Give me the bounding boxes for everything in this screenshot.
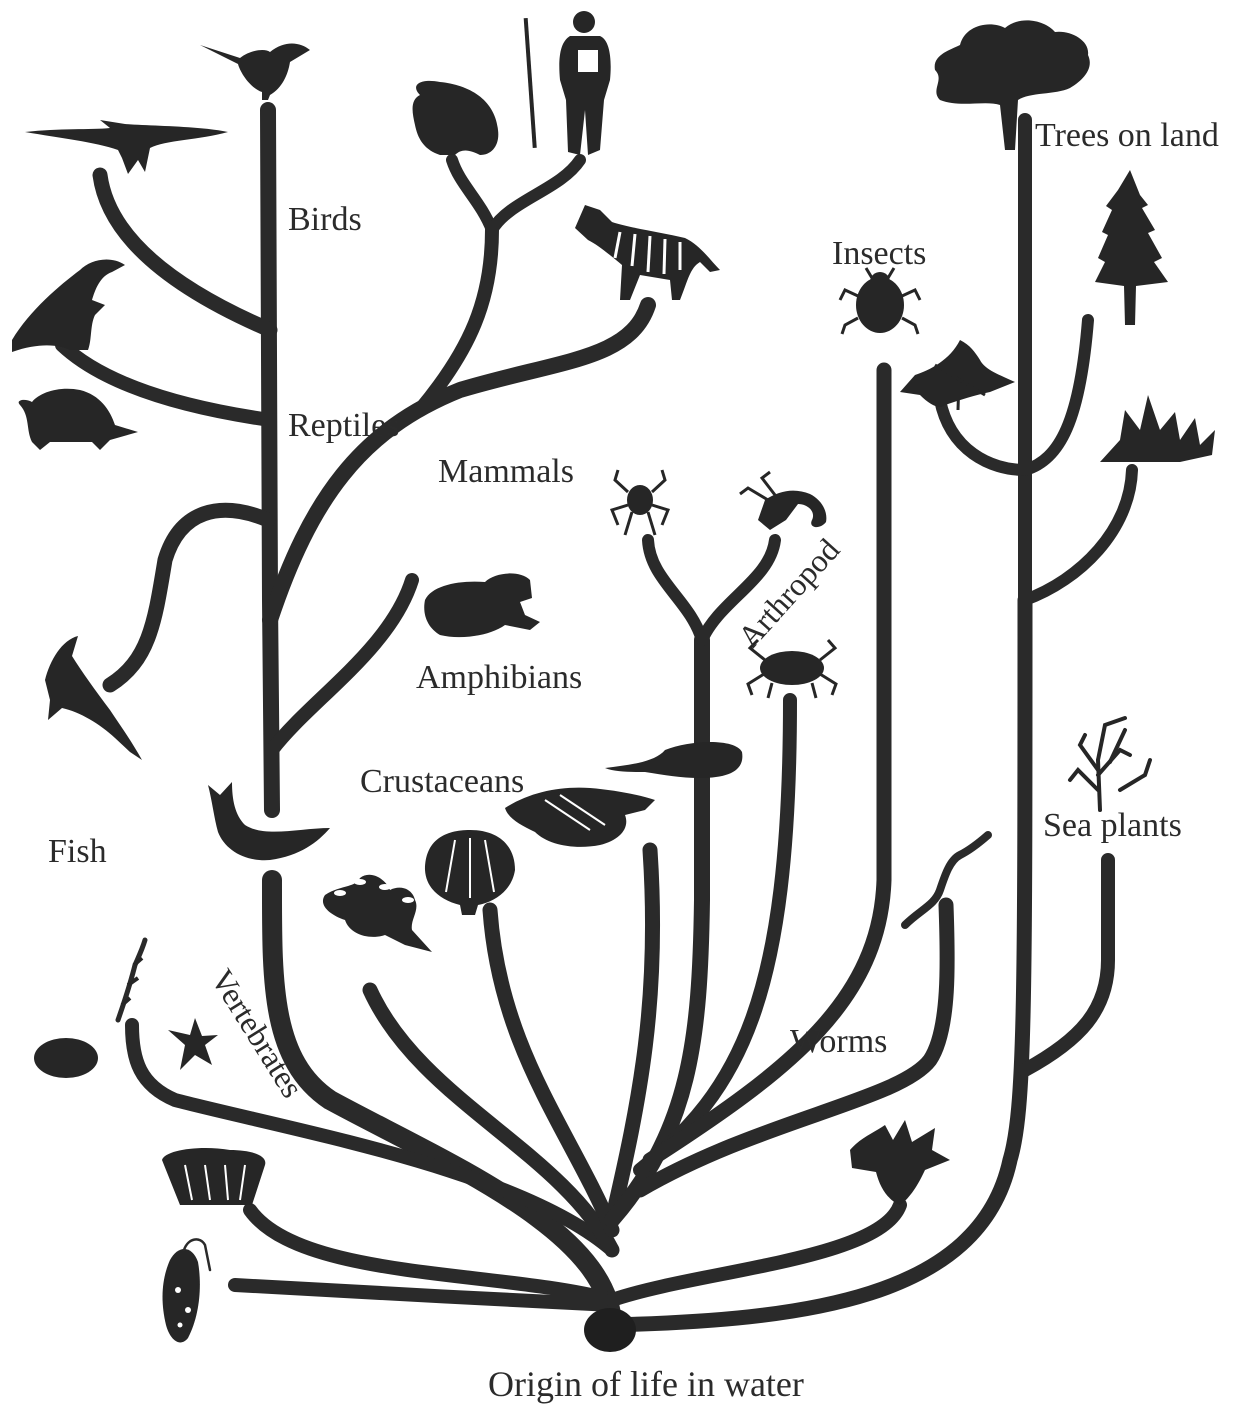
branch-anemone [612,1205,900,1300]
label-reptiles: Reptiles [288,407,399,444]
zebra-icon [575,205,720,300]
seaweed-icon [118,940,145,1020]
branch-conifer [1025,320,1088,470]
silhouettes [12,11,1215,1342]
label-insects: Insects [832,235,926,272]
beetle-icon [840,268,920,334]
starfish-icon [168,1018,218,1070]
sea-plant-icon [1070,718,1150,810]
label-mammals: Mammals [438,453,574,490]
branch-fish [110,510,268,685]
branch-sea-plants [1025,860,1108,1070]
label-origin: Origin of life in water [488,1364,804,1404]
dinosaur-icon [12,260,125,352]
conifer-icon [1095,170,1168,325]
protozoan-icon [163,1239,210,1342]
sponge-icon [162,1148,265,1205]
label-fish: Fish [48,833,107,870]
branch-coral [370,990,612,1250]
sea-lily-icon [34,1038,98,1078]
gorilla-icon [413,81,499,155]
branches [62,110,1132,1325]
human-icon [524,11,611,155]
fern-icon [900,340,1015,410]
scorpion-icon [740,472,826,530]
label-amphibians: Amphibians [416,659,582,696]
branch-fern [940,400,1025,470]
label-crustaceans: Crustaceans [360,763,524,800]
coral-icon [323,875,432,952]
branch-pterosaur [100,175,270,330]
turtle-icon [19,389,138,450]
label-birds: Birds [288,201,362,238]
branch-arthropod-fork-left [648,540,702,640]
label-sea-plants: Sea plants [1043,807,1182,844]
pterosaur-icon [25,120,228,174]
branch-moss [1025,470,1132,600]
scallop-icon [425,830,515,915]
branch-gorilla [452,160,492,230]
branch-human [492,160,580,230]
frog-icon [424,573,540,637]
label-worms: Worms [790,1023,887,1060]
label-vertebrates: Vertebrates [204,963,311,1104]
sea-anemone-icon [850,1120,950,1205]
ancient-fish-icon [45,636,142,760]
branch-plants-base [612,600,1025,1325]
branch-amphibians [272,580,412,750]
spider-icon [612,470,668,535]
squid-icon [605,742,742,778]
bird-icon [200,44,310,101]
label-trees-on-land: Trees on land [1035,117,1219,154]
origin-node [584,1308,636,1352]
vertebrate-upper-trunk [268,110,272,810]
moss-icon [1100,395,1215,462]
shrimp-icon [505,788,655,847]
